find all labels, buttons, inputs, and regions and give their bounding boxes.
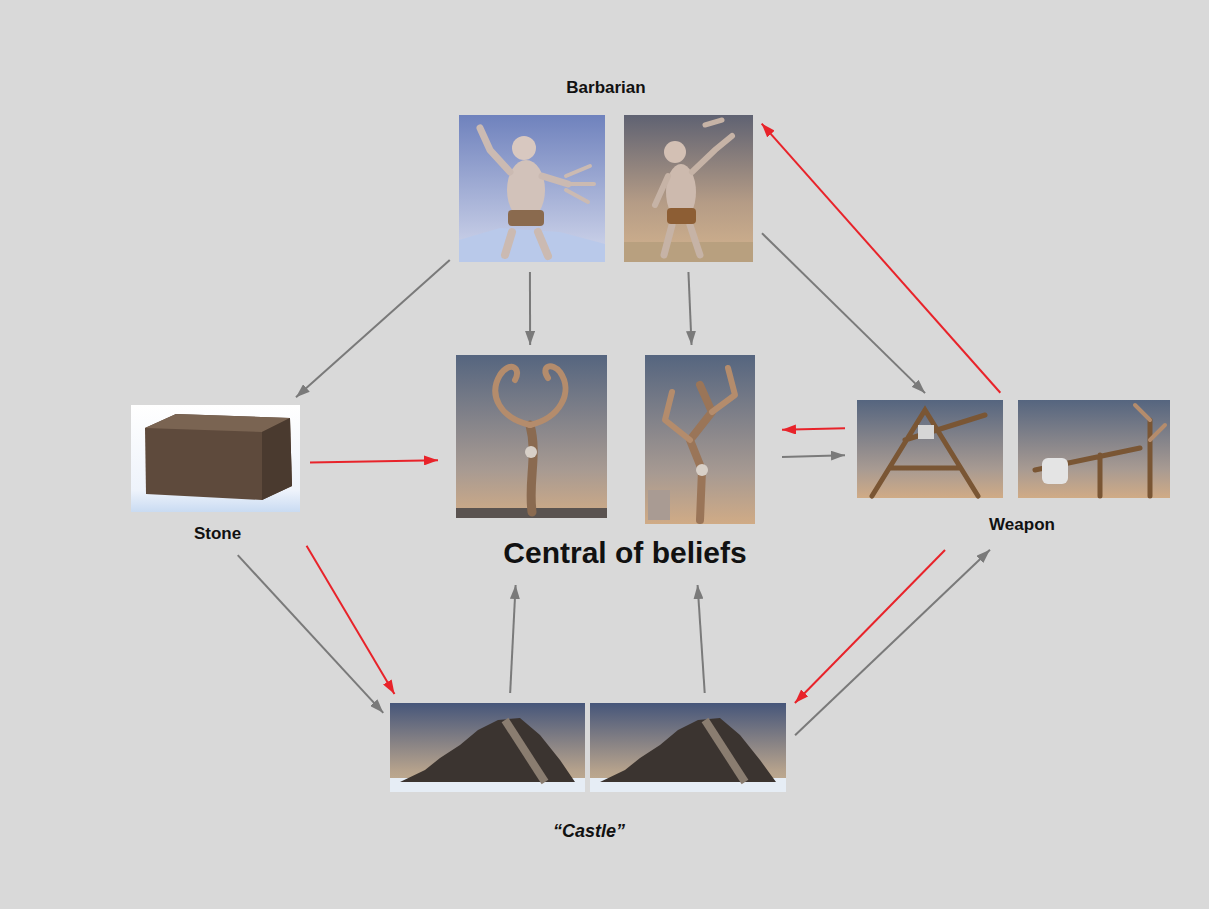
catapult-frame: [1035, 420, 1150, 496]
stepped-pyramid: [400, 718, 575, 782]
node-label: Central of beliefs: [503, 535, 746, 571]
gray-arrow: [510, 585, 515, 693]
weapon-picture: [857, 400, 1003, 498]
figure-cloth: [508, 210, 544, 226]
red-arrow: [762, 124, 1001, 393]
figure-head: [512, 136, 536, 160]
picture-ground: [645, 355, 755, 524]
picture-group: “Castle”: [388, 700, 790, 850]
picture-ground: [857, 400, 1003, 498]
totem-joint: [696, 464, 708, 476]
sand-ground: [624, 242, 753, 262]
weapon-picture: [1018, 400, 1170, 498]
ice-floe: [459, 228, 605, 262]
totem-post: [690, 385, 712, 520]
gray-arrow: [795, 550, 990, 735]
totem-hook: [495, 367, 530, 425]
picture-ground: [590, 703, 786, 792]
picture-group: Weapon: [852, 398, 1172, 545]
totem-limb: [665, 368, 735, 440]
stone-side: [262, 418, 292, 500]
belief-totem-picture: [645, 355, 755, 524]
node-label: “Castle”: [553, 821, 625, 843]
pyramid-stairs: [705, 720, 745, 782]
picture-ground: [131, 405, 300, 512]
belief-totem-picture: [456, 355, 607, 518]
gray-arrow: [238, 555, 384, 713]
figure-legs: [664, 225, 700, 255]
totem-base: [648, 490, 670, 520]
barbarian-picture: [459, 115, 605, 262]
picture-ground: [390, 703, 585, 792]
picture-group: Barbarian: [455, 72, 757, 265]
figure-arm: [655, 176, 668, 205]
node-label: Weapon: [989, 515, 1055, 535]
red-arrow: [795, 550, 945, 703]
figure-arm: [542, 176, 568, 184]
gray-arrow: [782, 455, 845, 457]
red-arrow: [307, 546, 395, 694]
picture-ground: [1018, 400, 1170, 498]
pyramid-stairs: [505, 720, 545, 782]
red-arrow: [782, 428, 845, 430]
gray-arrow: [688, 272, 691, 345]
figure-hand: [566, 166, 594, 202]
gray-arrow: [296, 260, 450, 397]
node-label: Barbarian: [566, 78, 645, 98]
figure-legs: [505, 232, 548, 256]
picture-group: Central of beliefs: [445, 352, 775, 578]
stone-block: [145, 414, 292, 500]
catapult-load: [1042, 458, 1068, 484]
totem-joint: [525, 446, 537, 458]
catapult-load: [918, 425, 934, 439]
figure-arm: [480, 128, 510, 172]
stepped-pyramid: [600, 718, 776, 782]
barbarian-picture: [624, 115, 753, 262]
figure-head: [664, 141, 686, 163]
figure-hand: [705, 120, 722, 125]
picture-ground: [456, 355, 607, 518]
figure-arm: [692, 136, 732, 172]
totem-hook: [530, 366, 565, 425]
catapult-frame: [872, 410, 985, 496]
red-arrow: [310, 460, 438, 462]
picture-ground: [624, 115, 753, 262]
totem-limb: [1135, 405, 1165, 440]
node-label: Stone: [194, 524, 241, 544]
figure-cloth: [667, 208, 696, 224]
picture-ground: [459, 115, 605, 262]
totem-post: [530, 425, 533, 512]
castle-picture: [390, 703, 585, 792]
stone-picture: [131, 405, 300, 512]
gray-arrow: [762, 233, 925, 393]
gray-arrow: [698, 585, 705, 693]
gray-arrow: [529, 272, 531, 345]
picture-group: Stone: [128, 402, 303, 550]
castle-picture: [590, 703, 786, 792]
